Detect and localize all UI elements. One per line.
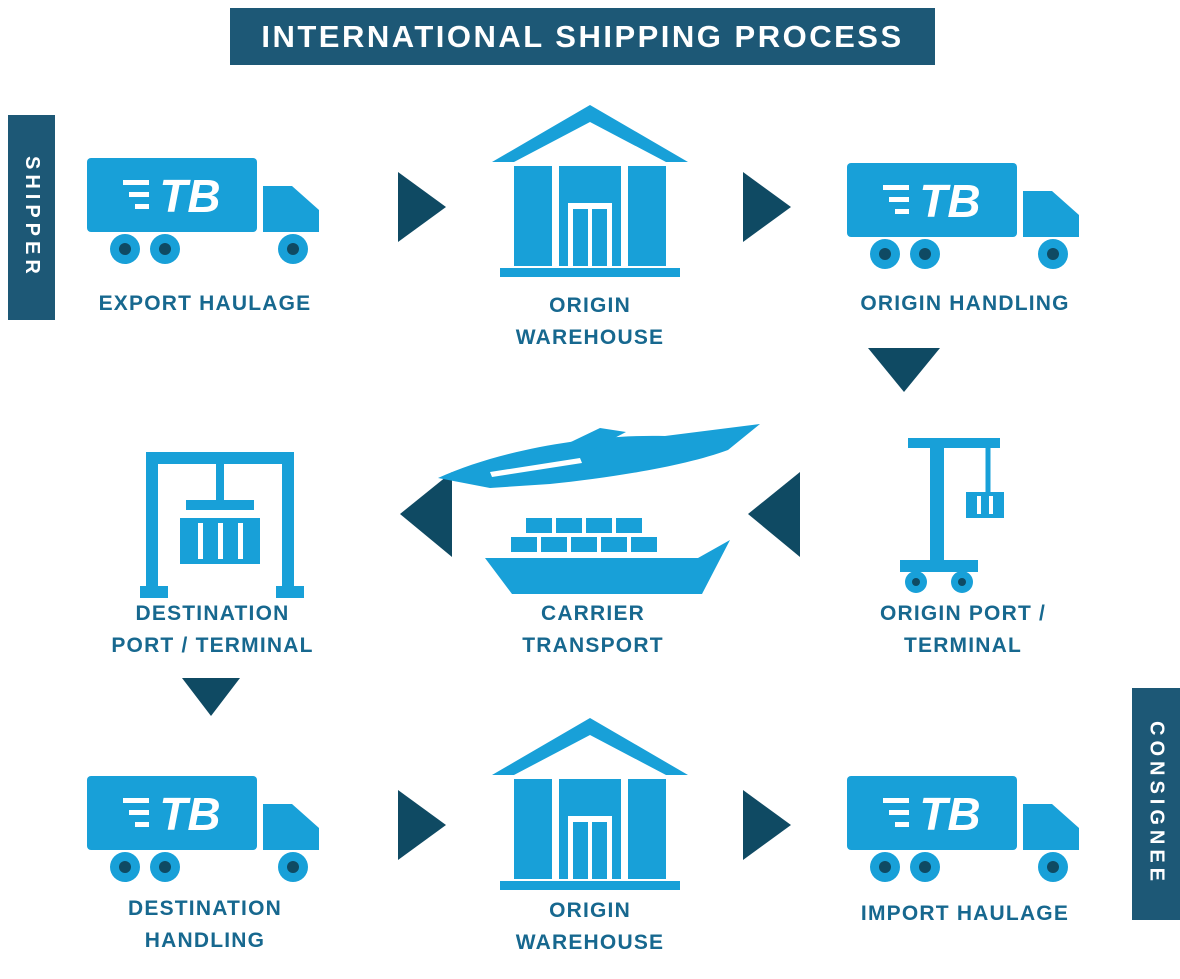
- step-label-origin-warehouse: ORIGIN WAREHOUSE: [515, 294, 665, 349]
- truck-icon: TB: [85, 768, 340, 893]
- warehouse-icon: [492, 105, 688, 277]
- plane-ship-icon: [430, 422, 760, 602]
- warehouse-icon-svg: [492, 105, 688, 277]
- arrow-left-icon: [748, 472, 800, 562]
- step-label-export-haulage: EXPORT HAULAGE: [98, 292, 312, 315]
- port-crane-icon-svg: [900, 438, 1004, 593]
- arrow-right-icon: [398, 172, 446, 247]
- truck-icon-svg: TB: [847, 776, 1079, 882]
- arrow-right-icon: [743, 172, 791, 247]
- truck-icon-svg: TB: [87, 776, 319, 882]
- svg-text:TB: TB: [919, 175, 980, 227]
- truck-icon-svg: TB: [847, 163, 1079, 269]
- truck-icon: TB: [845, 768, 1100, 893]
- shipper-label: SHIPPER: [21, 156, 43, 279]
- page-title: INTERNATIONAL SHIPPING PROCESS: [261, 18, 904, 54]
- step-label-destination-handling: DESTINATION HANDLING: [128, 897, 282, 952]
- step-label-origin-handling: ORIGIN HANDLING: [860, 292, 1070, 315]
- container-crane-icon: [128, 428, 312, 600]
- truck-icon: TB: [85, 150, 340, 275]
- shipper-side-tab: SHIPPER: [8, 115, 55, 320]
- plane-ship-icon-svg: [438, 424, 760, 594]
- truck-icon-svg: TB: [87, 158, 319, 264]
- step-label-import-haulage: IMPORT HAULAGE: [860, 902, 1070, 925]
- arrow-right-icon: [743, 790, 791, 865]
- warehouse-icon: [492, 718, 688, 890]
- truck-icon: TB: [845, 155, 1100, 280]
- arrow-down-icon: [868, 348, 940, 397]
- title-banner: INTERNATIONAL SHIPPING PROCESS: [230, 8, 935, 65]
- consignee-label: CONSIGNEE: [1145, 721, 1168, 887]
- warehouse-icon-svg: [492, 718, 688, 890]
- step-label-destination-warehouse: ORIGIN WAREHOUSE: [515, 899, 665, 954]
- step-label-origin-port-terminal: ORIGIN PORT / TERMINAL: [879, 602, 1047, 657]
- svg-text:TB: TB: [159, 788, 220, 840]
- arrow-down-icon: [182, 678, 240, 721]
- svg-text:TB: TB: [919, 788, 980, 840]
- step-label-destination-port-terminal: DESTINATION PORT / TERMINAL: [111, 602, 314, 657]
- arrow-left-icon: [400, 472, 452, 562]
- container-crane-icon-svg: [140, 452, 304, 598]
- consignee-side-tab: CONSIGNEE: [1132, 688, 1180, 920]
- svg-text:TB: TB: [159, 170, 220, 222]
- port-crane-icon: [878, 430, 1004, 595]
- step-label-carrier-transport: CARRIER TRANSPORT: [522, 602, 664, 657]
- arrow-right-icon: [398, 790, 446, 865]
